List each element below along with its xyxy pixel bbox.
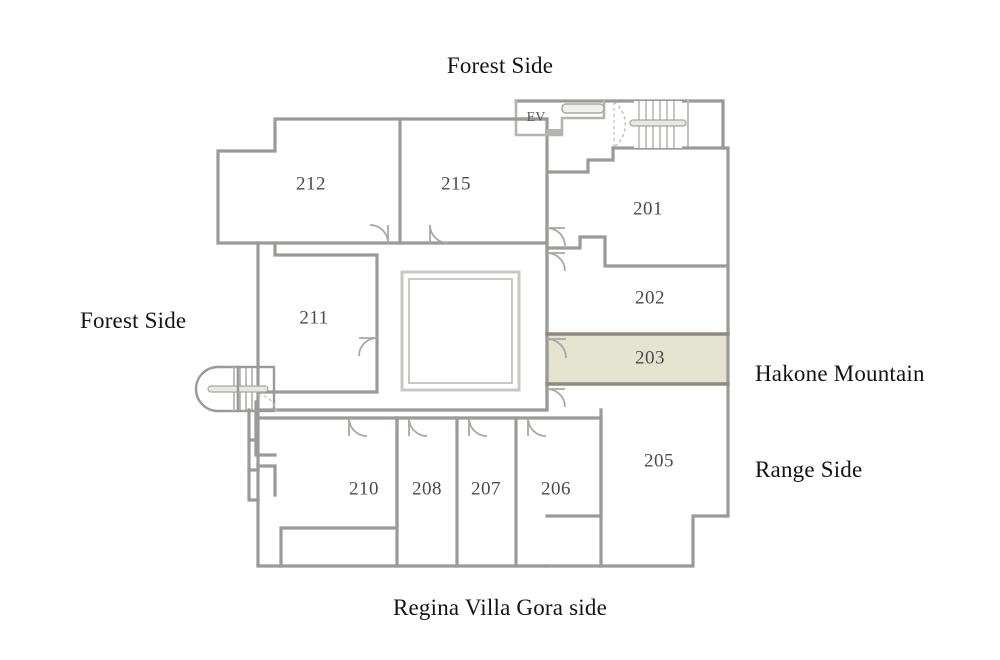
courtyard-outer xyxy=(400,270,521,392)
door-206 xyxy=(527,417,547,437)
wall-northwest-block xyxy=(216,117,549,245)
room-label-212: 212 xyxy=(296,173,326,194)
stairs-west-icon xyxy=(194,365,276,413)
wall-south-bottom-step xyxy=(279,416,399,568)
orientation-label-right: Hakone Mountain Range Side xyxy=(755,294,925,550)
room-label-208: 208 xyxy=(412,478,442,499)
stairs-north-door-arc xyxy=(613,101,627,148)
orientation-label-right-line2: Range Side xyxy=(755,457,863,482)
stairs-west-door-arc xyxy=(257,394,277,414)
wall-211-east xyxy=(256,253,379,394)
room-label-211: 211 xyxy=(299,307,328,328)
door-215 xyxy=(429,224,449,244)
room-label-206: 206 xyxy=(541,478,571,499)
wall-ev-box xyxy=(514,99,606,137)
stairs-north-icon xyxy=(629,101,687,148)
orientation-label-top: Forest Side xyxy=(446,53,554,78)
door-207 xyxy=(468,417,488,437)
door-212 xyxy=(369,224,389,244)
room-label-205: 205 xyxy=(644,450,674,471)
wall-205-west xyxy=(545,408,603,518)
room-label-207: 207 xyxy=(471,478,501,499)
room-label-210: 210 xyxy=(349,478,379,499)
elevator-label: EV xyxy=(527,110,546,125)
doors xyxy=(348,224,567,437)
room-fills xyxy=(547,334,728,384)
room-fill-203[interactable] xyxy=(547,334,728,384)
door-201 xyxy=(546,227,566,247)
room-label-203: 203 xyxy=(635,347,665,368)
wall-201-west-step xyxy=(545,146,615,412)
room-label-201: 201 xyxy=(633,198,663,219)
walls xyxy=(216,99,730,568)
wall-211-top xyxy=(273,241,379,257)
wall-east-block-outline xyxy=(545,146,730,568)
door-203 xyxy=(546,338,567,359)
room-label-215: 215 xyxy=(441,173,471,194)
room-label-202: 202 xyxy=(635,287,665,308)
room-labels: 212 215 211 201 202 203 205 206 207 208 … xyxy=(296,173,674,499)
orientation-label-left: Forest Side xyxy=(80,308,187,333)
wall-utility-stub xyxy=(256,464,277,497)
door-205 xyxy=(546,388,566,408)
wall-ev-lobby xyxy=(514,99,725,150)
courtyard-inner xyxy=(408,278,513,384)
wall-south-block xyxy=(256,408,549,568)
door-208 xyxy=(408,417,428,437)
door-210 xyxy=(348,417,368,437)
door-202 xyxy=(546,252,566,272)
orientation-label-right-line1: Hakone Mountain xyxy=(755,361,925,386)
wall-201-south xyxy=(545,235,730,268)
wall-utility-box xyxy=(254,400,277,457)
wall-utility-lower xyxy=(247,468,260,502)
elevator-icon[interactable] xyxy=(545,103,605,134)
orientation-label-bottom: Regina Villa Gora side xyxy=(392,595,608,620)
door-211 xyxy=(358,337,378,357)
